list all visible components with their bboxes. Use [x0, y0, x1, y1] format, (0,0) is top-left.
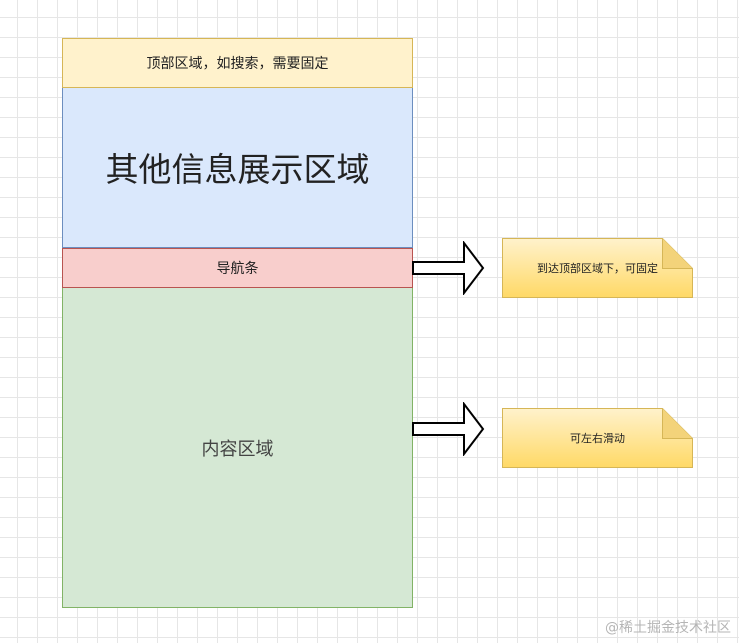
- info-area-label: 其他信息展示区域: [105, 149, 370, 189]
- top-area-box: 顶部区域，如搜索，需要固定: [62, 38, 413, 88]
- watermark: @稀土掘金技术社区: [605, 620, 731, 636]
- content-area-box: 内容区域: [62, 288, 413, 608]
- nav-bar-label: 导航条: [216, 261, 259, 277]
- sticky-note: 可左右滑动: [502, 408, 693, 468]
- info-area-box: 其他信息展示区域: [62, 88, 413, 248]
- arrow-right-icon: [412, 241, 485, 295]
- content-area-label: 内容区域: [201, 438, 274, 460]
- note-1-label: 到达顶部区域下，可固定: [537, 262, 658, 275]
- note-2-label: 可左右滑动: [570, 432, 625, 445]
- sticky-note: 到达顶部区域下，可固定: [502, 238, 693, 298]
- nav-bar-box: 导航条: [62, 248, 413, 288]
- top-area-label: 顶部区域，如搜索，需要固定: [146, 56, 329, 72]
- arrow-right-icon: [412, 402, 485, 456]
- note-shape: [502, 238, 693, 298]
- note-shape: [502, 408, 693, 468]
